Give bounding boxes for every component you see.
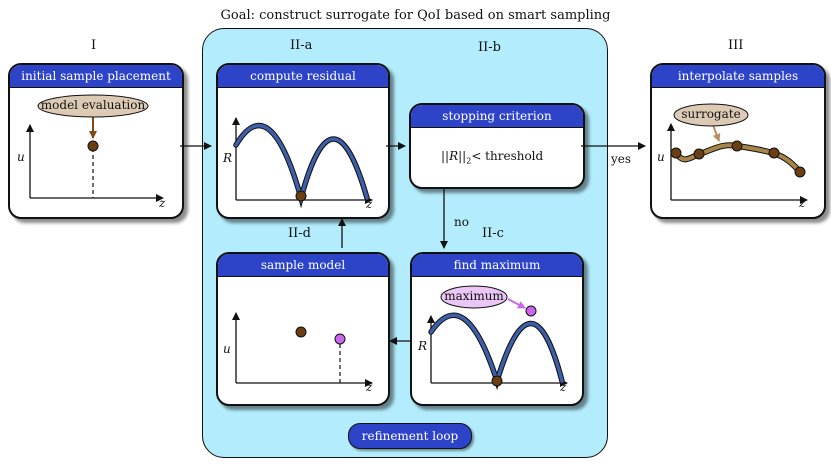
- sample-point: [693, 148, 705, 160]
- residual-norm: ||R||: [441, 149, 467, 163]
- stage-label-III: III: [728, 38, 744, 53]
- model-evaluation-callout: [37, 94, 149, 118]
- axis-label-u: u: [223, 342, 231, 356]
- goal-heading: Goal: construct surrogate for QoI based …: [220, 8, 611, 23]
- panel-stopping-criterion: stopping criterion ||R||2< threshold: [409, 103, 585, 189]
- residual-curve-outline: [233, 122, 370, 209]
- callout-model-evaluation: model evaluation: [40, 98, 146, 112]
- panel-title: interpolate samples: [652, 65, 824, 88]
- panel-title: stopping criterion: [411, 105, 583, 128]
- axis-label-u: u: [17, 150, 25, 164]
- surrogate-arrow: [712, 124, 721, 142]
- axis-label-z: z: [366, 197, 373, 211]
- refinement-loop-label: refinement loop: [348, 423, 472, 449]
- plot-sample-model: [232, 312, 373, 387]
- stage-label-IId: II-d: [288, 226, 311, 241]
- sample-point: [731, 140, 743, 152]
- edge-label-yes: yes: [611, 152, 632, 166]
- sample-point: [768, 147, 780, 159]
- sample-point: [87, 140, 99, 152]
- surrogate-callout: [673, 103, 749, 127]
- sample-point: [794, 166, 806, 178]
- panel-title: initial sample placement: [10, 65, 182, 88]
- existing-sample-point: [295, 326, 307, 338]
- refinement-loop-text: refinement loop: [361, 429, 459, 443]
- panel-title: compute residual: [218, 65, 388, 88]
- axis-label-z: z: [560, 380, 567, 394]
- plot-initial-sample: [26, 94, 164, 202]
- axis-label-u: u: [657, 150, 665, 164]
- plot-find-maximum: [427, 285, 568, 391]
- axis-label-R: R: [223, 151, 233, 165]
- norm-subscript: 2: [466, 156, 472, 166]
- threshold-text: < threshold: [471, 149, 544, 163]
- callout-maximum: maximum: [444, 289, 504, 303]
- sample-point: [295, 190, 307, 202]
- plot-interpolate-samples: [667, 103, 808, 204]
- panel-title: find maximum: [412, 254, 582, 277]
- plot-compute-residual: [232, 117, 373, 209]
- callout-surrogate: surrogate: [681, 107, 741, 121]
- new-sample-point: [334, 333, 346, 345]
- sample-point: [670, 147, 682, 159]
- axis-label-z: z: [799, 196, 806, 210]
- sample-point: [491, 375, 503, 387]
- maximum-callout: [440, 285, 508, 309]
- stage-label-IIa: II-a: [290, 38, 313, 53]
- stage-label-IIc: II-c: [482, 226, 504, 241]
- axis-label-z: z: [366, 380, 373, 394]
- maximum-arrow: [507, 298, 526, 309]
- panel-initial-sample-placement: initial sample placement: [8, 63, 184, 219]
- stage-label-I: I: [91, 38, 97, 53]
- panel-title: sample model: [218, 254, 388, 277]
- stage-label-IIb: II-b: [478, 40, 501, 55]
- stopping-criterion-formula: ||R||2< threshold: [441, 149, 543, 165]
- axis-label-z: z: [159, 196, 166, 210]
- maximum-point: [525, 305, 537, 317]
- edge-label-no: no: [454, 215, 469, 229]
- panel-find-maximum: find maximum: [410, 252, 584, 406]
- residual-curve-outline: [428, 312, 565, 391]
- axis-label-R: R: [418, 339, 428, 353]
